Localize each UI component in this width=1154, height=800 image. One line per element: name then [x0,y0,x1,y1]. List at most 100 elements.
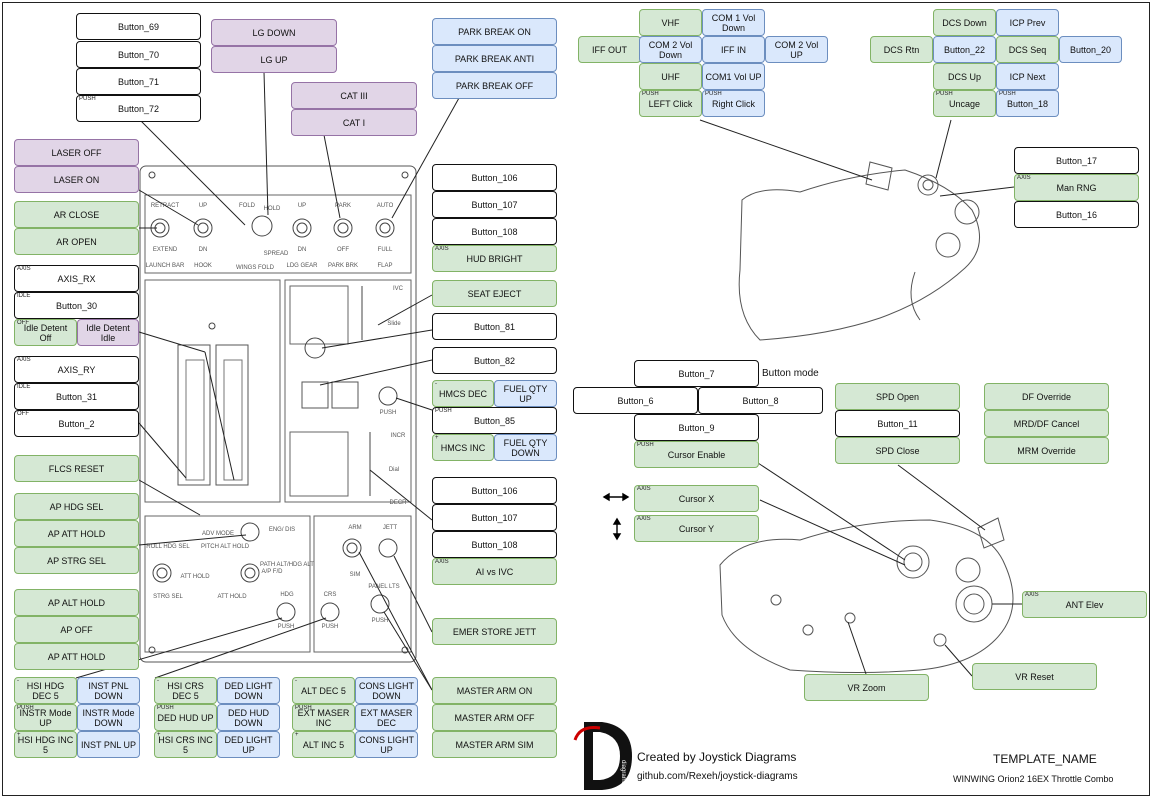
cat-i-box: CAT I [291,109,417,136]
box-label: Button_6 [617,395,654,406]
box-label: Button_18 [1006,98,1049,109]
box-label: DED HUD UP [157,712,214,723]
box-label: INSTR Mode UP [19,707,72,728]
box-label: Cursor Enable [667,449,726,460]
panel-label: PANEL LTS [368,584,399,590]
button-106-b-box: Button_106 [432,477,557,504]
box-tag: PUSH [936,91,953,97]
panel-label: PARK [335,203,351,209]
button-82-box: Button_82 [432,347,557,374]
box-tag: AXIS [1017,175,1031,181]
box-label: IFF OUT [592,44,627,55]
box-label: EXT MASER INC [297,707,350,728]
box-label: Button_81 [473,321,516,332]
df-override-box: DF Override [984,383,1109,410]
box-label: Button_107 [471,199,518,210]
ar-open-box: AR OPEN [14,228,139,255]
box-label: Button_20 [1069,44,1112,55]
box-label: COM1 Vol UP [705,71,762,82]
box-label: HUD BRIGHT [466,253,523,264]
master-arm-sim-box: MASTER ARM SIM [432,731,557,758]
box-tag: AXIS [17,266,31,272]
box-label: SEAT EJECT [467,288,522,299]
box-label: Button_31 [55,391,98,402]
hmcs-dec-box: HMCS DEC- [432,380,494,407]
box-label: VR Zoom [847,682,886,693]
box-label: MRD/DF Cancel [1013,418,1080,429]
box-label: HSI CRS DEC 5 [167,680,204,701]
box-label: Button_8 [742,395,779,406]
button-6-box: Button_6 [573,387,698,414]
box-label: DED HUD DOWN [227,707,269,728]
box-label: Idle Detent Off [23,322,68,343]
panel-label: Dial [389,467,399,473]
box-tag: - [17,678,19,684]
panel-label: DN [199,247,208,253]
com1-vol-up-box: COM1 Vol UP [702,63,765,90]
box-label: Idle Detent Idle [86,322,130,343]
box-tag: PUSH [157,705,174,711]
com1-vol-down-box: COM 1 Vol Down [702,9,765,36]
panel-label: OFF [337,247,349,253]
github-link[interactable]: github.com/Rexeh/joystick-diagrams [637,771,798,782]
box-label: AP HDG SEL [49,501,104,512]
box-tag: AXIS [17,357,31,363]
park-break-anti-box: PARK BREAK ANTI [432,45,557,72]
panel-label: PUSH [322,624,339,630]
spd-close-box: SPD Close [835,437,960,464]
box-tag: AXIS [435,559,449,565]
box-label: Button_82 [473,355,516,366]
panel-label: INCR [391,433,406,439]
dcs-up-box: DCS Up [933,63,996,90]
box-label: CAT III [340,90,368,101]
panel-label: ATT HOLD [180,574,210,580]
inst-pnl-up-box: INST PNL UP [77,731,140,758]
box-label: Button_30 [55,300,98,311]
box-label: Button_71 [117,76,160,87]
box-label: EXT MASER DEC [360,707,413,728]
panel-label: ATT HOLD [217,594,247,600]
box-tag: + [295,732,299,738]
panel-label: PUSH [278,624,295,630]
panel-label: UP [298,203,306,209]
box-label: FUEL QTY UP [503,383,548,404]
box-label: Button_106 [471,485,518,496]
box-tag: AXIS [435,246,449,252]
box-label: HSI CRS INC 5 [158,734,213,755]
box-label: Man RNG [1056,182,1097,193]
mrm-override-box: MRM Override [984,437,1109,464]
box-label: UHF [661,71,680,82]
instr-mode-down-box: INSTR Mode DOWN [77,704,140,731]
panel-label: AUTO [377,203,394,209]
throttle-panel-drawing [139,165,417,663]
panel-label: A/P F/D [262,569,284,575]
panel-label: PUSH [380,410,397,416]
box-tag: OFF [17,320,29,326]
box-label: AP STRG SEL [47,555,106,566]
box-label: AP ATT HOLD [47,528,106,539]
mrd-df-cancel-box: MRD/DF Cancel [984,410,1109,437]
ded-light-up-box: DED LIGHT UP [217,731,280,758]
box-tag: PUSH [17,705,34,711]
box-label: HSI HDG INC 5 [17,734,74,755]
box-tag: PUSH [999,91,1016,97]
box-label: LEFT Click [648,98,693,109]
box-label: Button_7 [678,368,715,379]
connector-lines [75,71,1022,691]
box-label: ICP Next [1009,71,1046,82]
button-8-box: Button_8 [698,387,823,414]
box-tag: PUSH [705,91,722,97]
lg-up-box: LG UP [211,46,337,73]
box-tag: IDLE [17,293,31,299]
vr-zoom-box: VR Zoom [804,674,929,701]
box-label: Button_108 [471,539,518,550]
panel-label: ROLL HDG SEL [146,544,190,550]
box-label: AR OPEN [56,236,97,247]
